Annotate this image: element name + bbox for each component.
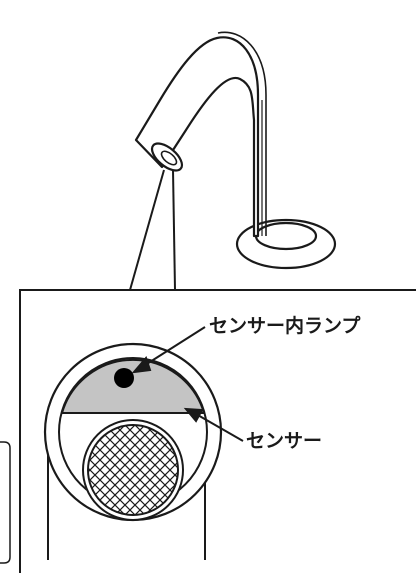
faucet-spout [134,36,260,238]
sensor-lamp-label: センサー内ランプ [209,314,361,337]
left-panel-edge [0,441,11,564]
sensor-lamp [114,368,134,388]
sensor-lamp-band [60,358,206,414]
sensor-label: センサー [246,430,322,452]
faucet [134,31,337,270]
sensor [82,419,184,521]
faucet-base-top [254,221,318,251]
zoom-callout [19,169,416,573]
leader-lines [131,326,244,442]
